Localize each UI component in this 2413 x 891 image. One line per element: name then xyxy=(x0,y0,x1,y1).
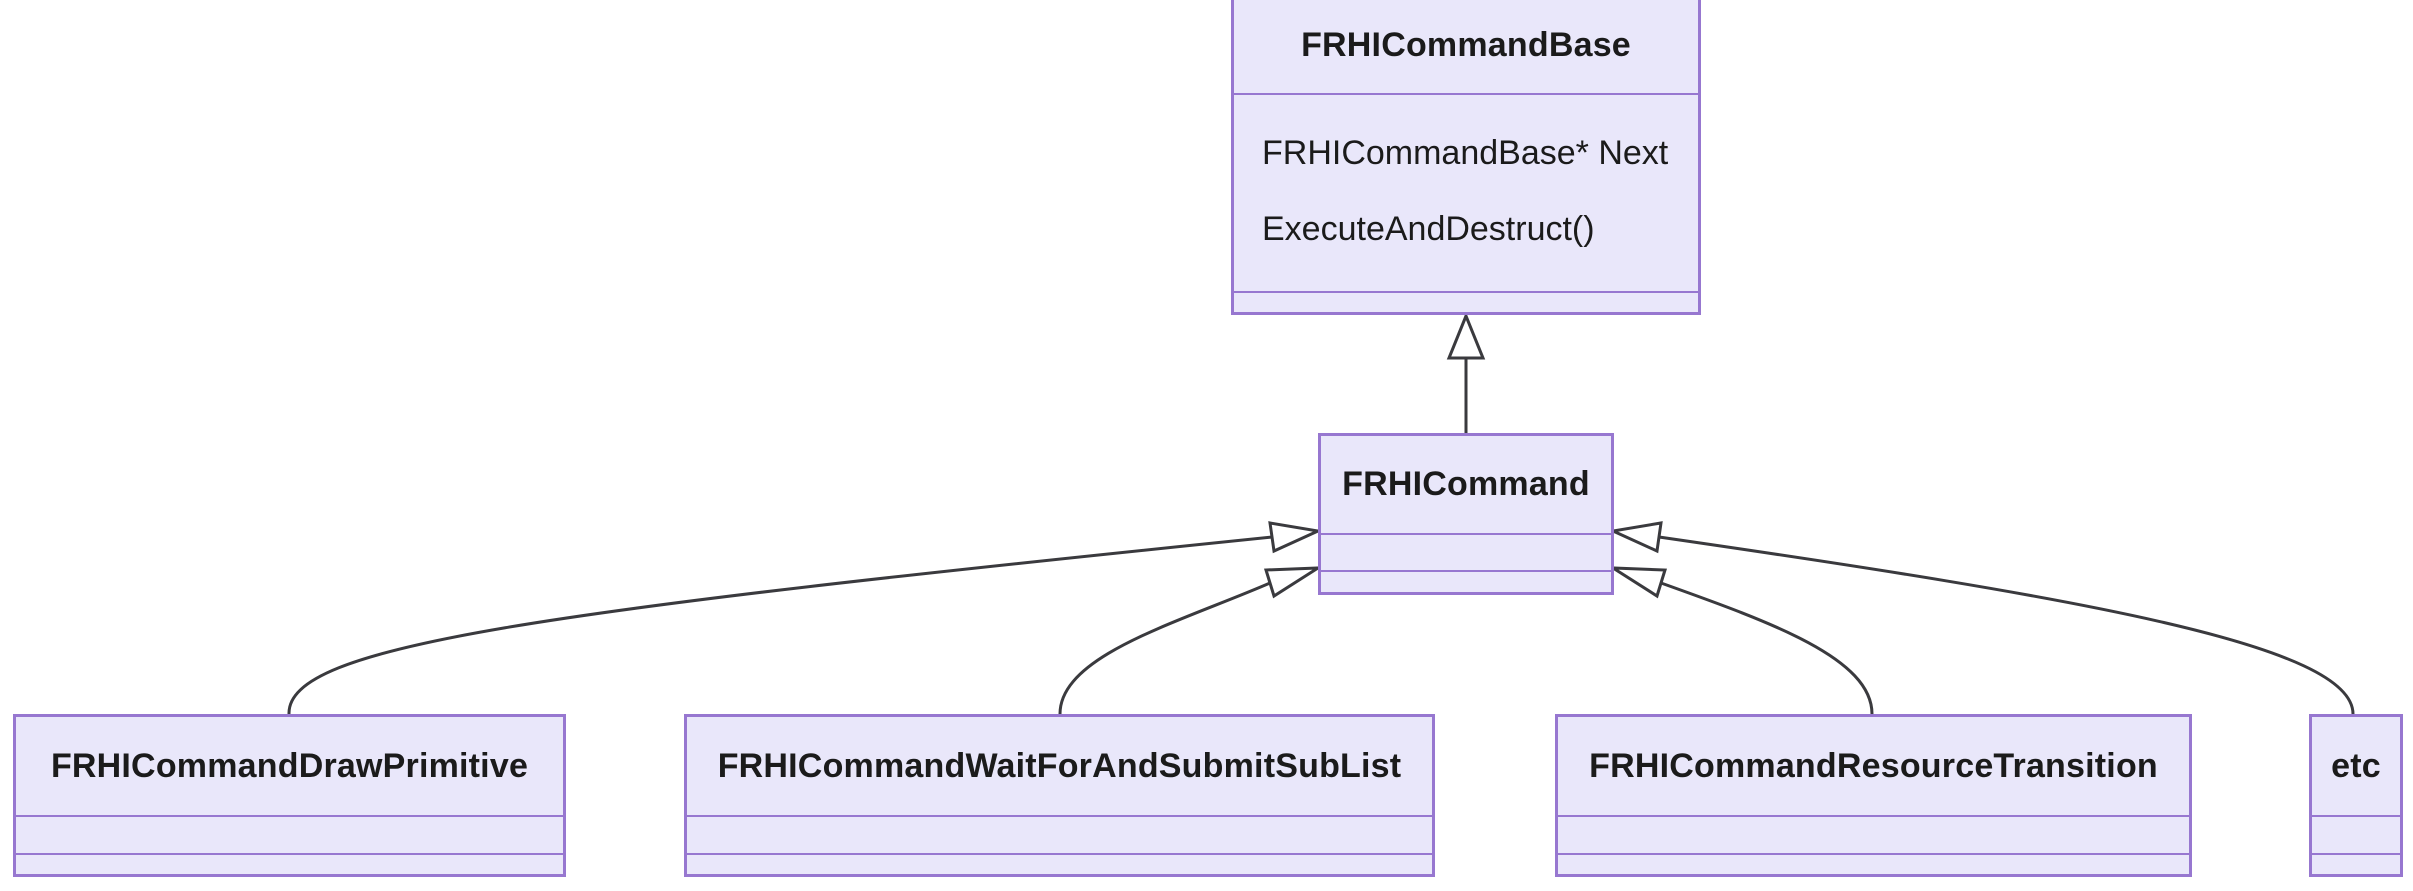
class-member-method: ExecuteAndDestruct() xyxy=(1262,210,1595,248)
class-title: FRHICommand xyxy=(1342,465,1590,503)
inheritance-line xyxy=(287,535,1273,715)
inheritance-triangle-icon xyxy=(1268,521,1324,554)
edge-waitfor-to-frhicommand xyxy=(1058,566,1324,715)
edge-drawprimitive-to-frhicommand xyxy=(287,521,1324,715)
edge-etc-to-frhicommand xyxy=(1607,521,2355,715)
class-title: FRHICommandBase xyxy=(1301,25,1631,64)
inheritance-triangle-icon xyxy=(1263,566,1324,599)
class-title: FRHICommandDrawPrimitive xyxy=(50,746,529,785)
class-members-section: FRHICommandBase* Next ExecuteAndDestruct… xyxy=(1234,93,1698,291)
class-empty-section xyxy=(687,853,1432,874)
class-title: FRHICommandWaitForAndSubmitSubList xyxy=(717,746,1402,785)
class-box-frhicommanddrawprimitive: FRHICommandDrawPrimitive xyxy=(13,714,566,877)
edge-resourcetransition-to-frhicommand xyxy=(1607,566,1874,715)
inheritance-triangle-icon xyxy=(1607,521,1663,554)
inheritance-line xyxy=(1058,581,1271,715)
inheritance-line xyxy=(1658,535,2355,715)
inheritance-line xyxy=(1660,581,1874,715)
class-box-frhicommandresourcetransition: FRHICommandResourceTransition xyxy=(1555,714,2192,877)
class-empty-section xyxy=(1558,815,2189,853)
class-box-frhicommandbase: FRHICommandBase FRHICommandBase* Next Ex… xyxy=(1231,0,1701,315)
class-empty-section xyxy=(16,853,563,874)
class-empty-section xyxy=(1321,533,1611,570)
class-empty-section xyxy=(2312,853,2400,874)
class-title: etc xyxy=(2331,746,2381,785)
class-box-frhicommandwaitforandsubmitsublist: FRHICommandWaitForAndSubmitSubList xyxy=(684,714,1435,877)
class-empty-section xyxy=(16,815,563,853)
class-empty-section xyxy=(2312,815,2400,853)
class-title: FRHICommandResourceTransition xyxy=(1589,746,2158,785)
class-empty-section xyxy=(1234,291,1698,312)
class-box-etc: etc xyxy=(2309,714,2403,877)
class-empty-section xyxy=(687,815,1432,853)
inheritance-triangle-icon xyxy=(1446,312,1486,360)
edge-frhicommand-to-frhicommandbase xyxy=(1446,312,1486,434)
class-empty-section xyxy=(1321,570,1611,592)
class-member-field: FRHICommandBase* Next xyxy=(1262,134,1669,172)
class-box-frhicommand: FRHICommand xyxy=(1318,433,1614,595)
class-empty-section xyxy=(1558,853,2189,874)
inheritance-triangle-icon xyxy=(1607,566,1668,599)
